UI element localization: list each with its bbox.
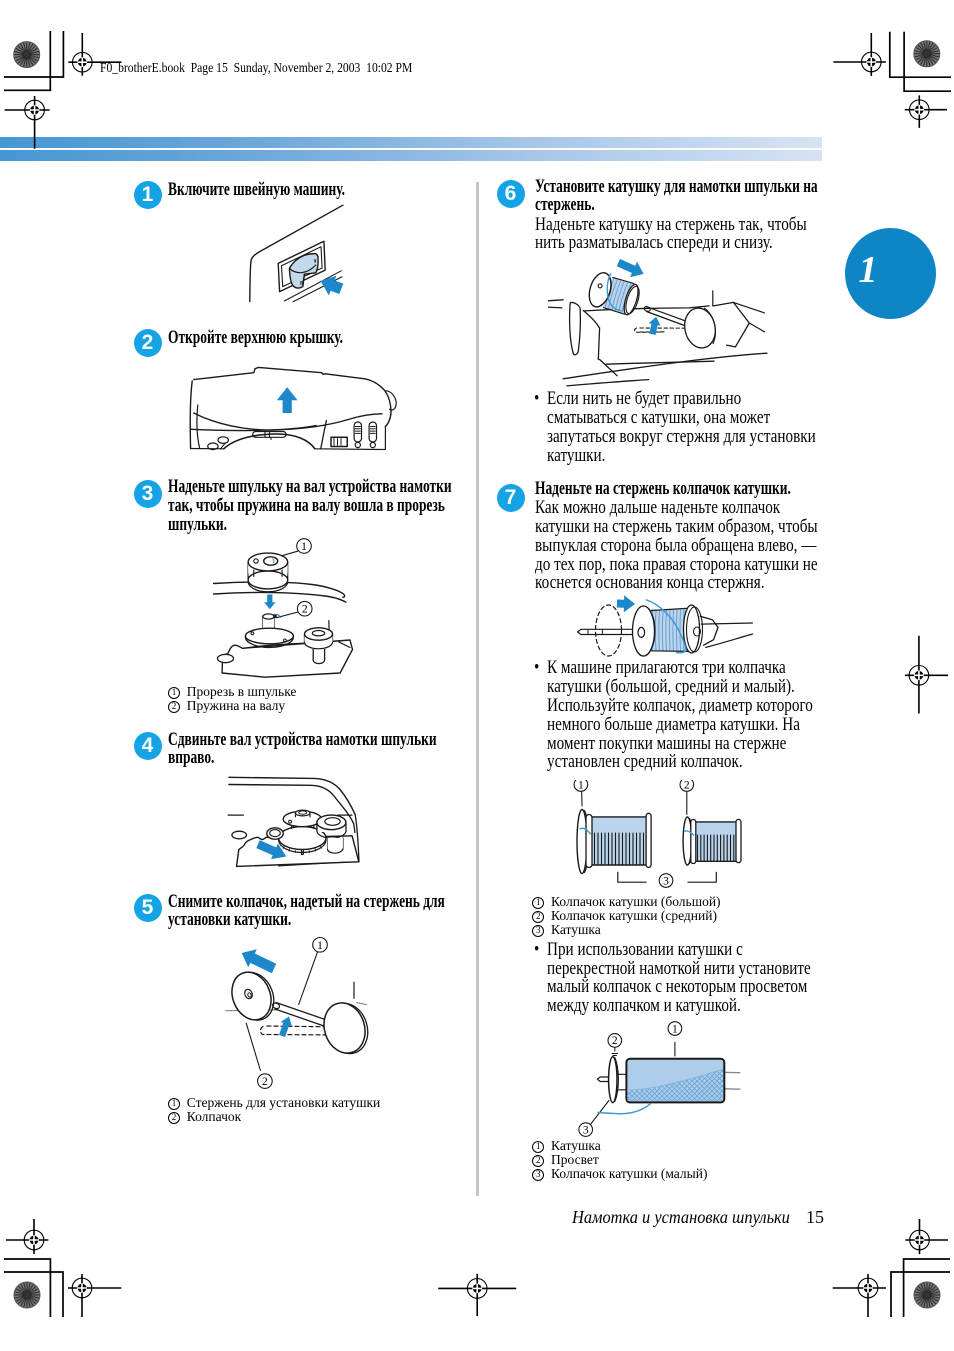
svg-text:1: 1 (672, 1023, 678, 1035)
svg-text:3: 3 (583, 1124, 589, 1136)
svg-text:1: 1 (301, 541, 307, 553)
svg-text:2: 2 (612, 1035, 618, 1047)
svg-text:1: 1 (578, 780, 584, 791)
svg-text:2: 2 (262, 1076, 268, 1088)
svg-text:3: 3 (663, 875, 669, 887)
svg-text:2: 2 (302, 604, 308, 616)
svg-text:2: 2 (684, 780, 690, 791)
svg-text:1: 1 (317, 940, 323, 952)
